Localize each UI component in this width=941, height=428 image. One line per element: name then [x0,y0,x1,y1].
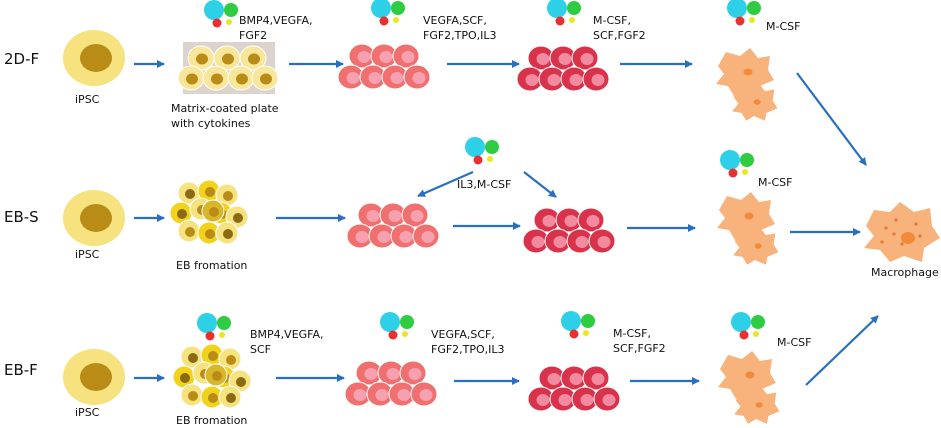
cytokine-label-3-line1: M-CSF, [593,14,631,27]
arrow-icon [417,170,474,198]
cytokine-label-2-line2: FGF2,TPO,IL3 [423,29,497,42]
macrophage-label: Macrophage [871,266,939,279]
eb-cluster-icon [172,343,252,409]
cytokine-label-eb-f-2-line1: VEGFA,SCF, [431,328,495,341]
pink-cell-cluster [344,360,438,407]
cytokine-label-eb-f-3-line2: SCF,FGF2 [613,342,666,355]
red-cell-cluster [522,207,616,254]
macrophage-cell-icon [718,351,780,424]
pink-cell-cluster [337,43,431,90]
cytokine-label-mid: IL3,M-CSF [457,178,511,191]
pink-cell-cluster [346,202,440,249]
cytokine-cluster-icon [720,150,754,178]
cytokine-label-eb-f-1-line1: BMP4,VEGFA, [250,328,324,341]
cytokine-cluster-icon [197,313,231,341]
cytokine-label-1-line1: BMP4,VEGFA, [239,14,313,27]
cytokine-cluster-icon [465,137,499,165]
cytokine-cluster-icon [371,0,405,26]
cytokine-cluster-icon [204,0,238,28]
cytokine-label-eb-f-4: M-CSF [777,336,811,349]
eb-label-eb-f: EB fromation [176,414,247,427]
macrophage-cell-icon [716,48,778,121]
ipsc-label-eb-s: iPSC [75,248,100,261]
red-cell-cluster [527,365,621,412]
arrow-icon [796,72,867,166]
cytokine-cluster-icon [547,0,581,26]
ipsc-cell-icon [63,349,125,405]
row-label-2d-f: 2D-F [4,50,39,68]
cytokine-cluster-icon [380,312,414,340]
red-cell-cluster [516,45,610,92]
cytokine-label-3-line2: SCF,FGF2 [593,29,646,42]
cytokine-cluster-icon [561,311,595,339]
plate-label-line1: Matrix-coated plate [171,102,279,115]
cytokine-label-eb-f-2-line2: FGF2,TPO,IL3 [431,343,505,356]
macrophage-final-icon [864,202,940,262]
cytokine-label-eb-f-3-line1: M-CSF, [613,327,651,340]
cytokine-cluster-icon [731,312,765,340]
eb-label-eb-s: EB fromation [176,259,247,272]
arrow-icon [523,171,557,198]
ipsc-cell-icon [63,190,125,246]
arrow-icon [805,315,879,386]
ipsc-label-2d-f: iPSC [75,93,100,106]
ipsc-cell-icon [63,30,125,86]
macrophage-cell-icon [717,192,779,265]
cytokine-label-2-line1: VEGFA,SCF, [423,14,487,27]
row-label-eb-s: EB-S [4,208,39,226]
cytokine-label-1-line2: FGF2 [239,29,267,42]
eb-cluster-icon [169,179,249,245]
cytokine-cluster-icon [727,0,761,26]
plate-label-line2: with cytokines [171,117,251,130]
cytokine-label-eb-s-4: M-CSF [758,176,792,189]
row-label-eb-f: EB-F [4,361,38,379]
matrix-plate-icon [177,42,279,94]
ipsc-label-eb-f: iPSC [75,406,100,419]
cytokine-label-4: M-CSF [766,20,800,33]
cytokine-label-eb-f-1-line2: SCF [250,343,271,356]
